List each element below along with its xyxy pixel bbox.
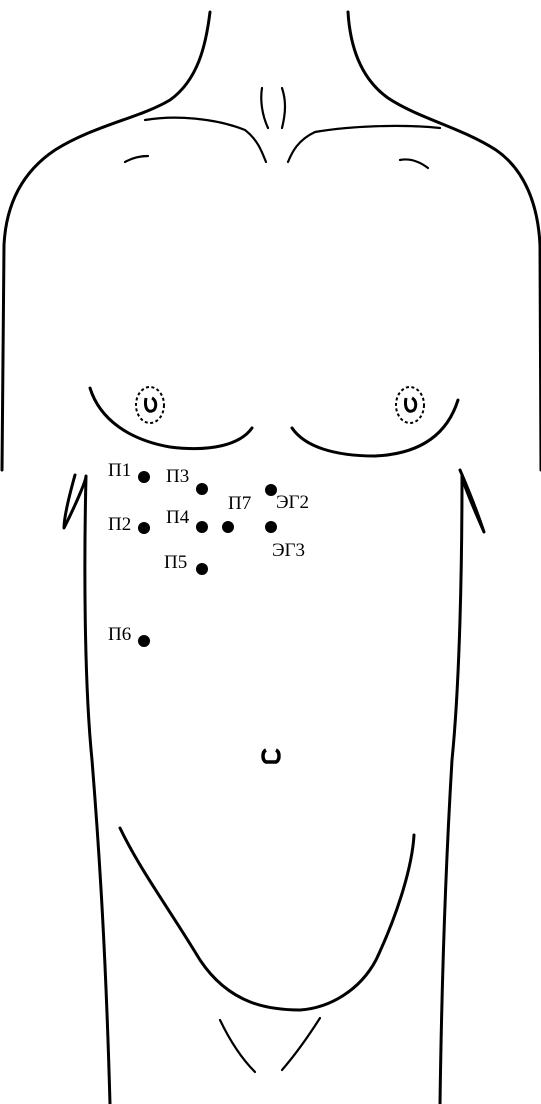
electrode-p5: П5 [164, 552, 208, 575]
electrode-dot-icon [138, 522, 150, 534]
torso-side-right [440, 470, 484, 1104]
electrode-dot-icon [138, 635, 150, 647]
electrode-group: П1 П2 П3 П4 П5 П6 П7 ЭГ2 [108, 460, 309, 647]
inner-thigh-left [220, 1020, 255, 1072]
clavicle-right [288, 126, 440, 162]
electrode-label-p1: П1 [108, 460, 131, 481]
electrode-dot-icon [196, 521, 208, 533]
nipple-right-icon [396, 387, 424, 423]
electrode-label-p6: П6 [108, 624, 131, 645]
inner-thigh-right [282, 1018, 320, 1070]
electrode-dot-icon [196, 563, 208, 575]
electrode-label-p5: П5 [164, 552, 187, 573]
clavicle-left [145, 118, 266, 162]
neck-left-line [2, 12, 210, 470]
electrode-label-p7: П7 [228, 493, 251, 514]
nipple-left-icon [136, 387, 164, 423]
electrode-p7: П7 [222, 493, 251, 533]
electrode-dot-icon [196, 483, 208, 495]
groin-line [120, 828, 414, 1010]
electrode-p6: П6 [108, 624, 150, 647]
electrode-p4: П4 [166, 507, 208, 533]
electrode-p3: П3 [166, 466, 208, 495]
pectoral-left [90, 388, 252, 449]
electrode-eg2: ЭГ2 [265, 484, 309, 513]
throat-left-line [261, 88, 268, 128]
electrode-dot-icon [138, 471, 150, 483]
electrode-label-p3: П3 [166, 466, 189, 487]
electrode-dot-icon [265, 521, 277, 533]
electrode-label-p2: П2 [108, 514, 131, 535]
electrode-p1: П1 [108, 460, 150, 483]
electrode-label-eg3: ЭГ3 [272, 540, 305, 561]
neck-right-line [348, 12, 541, 470]
electrode-label-p4: П4 [166, 507, 190, 528]
pectoral-right [292, 400, 458, 456]
torso-side-left [64, 475, 110, 1104]
shoulder-tick-right [400, 159, 428, 168]
electrode-p2: П2 [108, 514, 150, 535]
electrode-eg3: ЭГ3 [265, 521, 305, 561]
electrode-label-eg2: ЭГ2 [276, 492, 309, 513]
throat-right-line [282, 88, 285, 128]
navel-icon [263, 750, 279, 762]
electrode-dot-icon [222, 521, 234, 533]
shoulder-tick-left [125, 156, 148, 162]
